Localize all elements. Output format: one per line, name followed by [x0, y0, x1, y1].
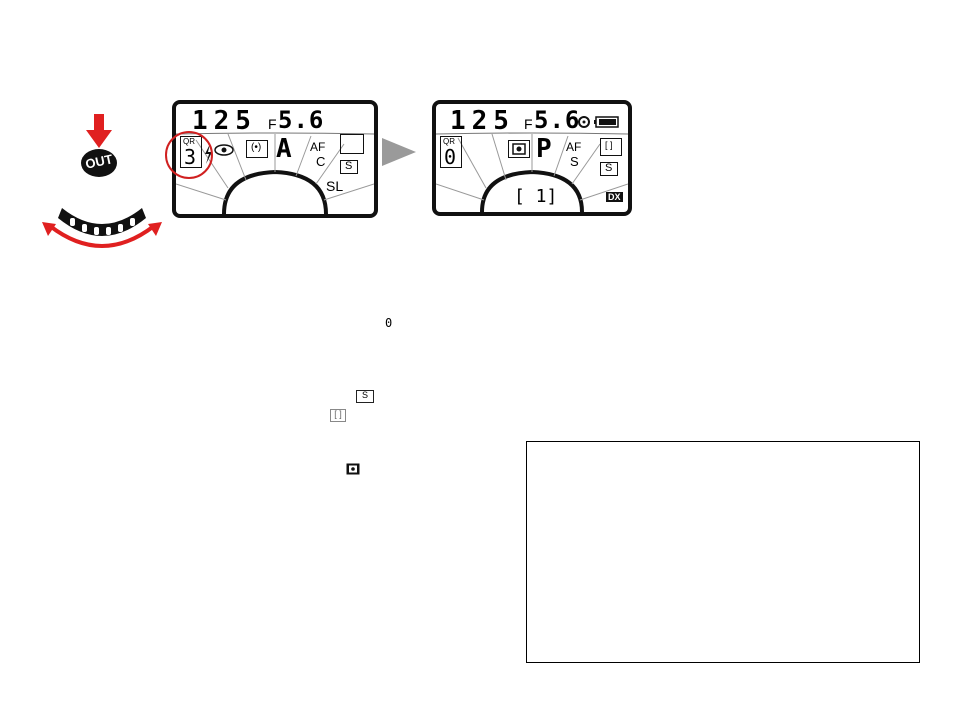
highlight-circle-icon [165, 131, 213, 179]
zero-glyph: 0 [385, 316, 393, 330]
shutter-speed-display: 125 [450, 106, 515, 136]
matrix-meter-icon [508, 140, 530, 158]
af-mode: C [316, 154, 326, 169]
command-dial-icon [40, 200, 164, 260]
aperture-prefix: F [268, 116, 277, 132]
area-af-inline-icon: [ ] [330, 409, 346, 422]
exposure-mode: A [276, 134, 292, 164]
out-button: OUT [80, 148, 118, 178]
qr-indicator: QR 0 [440, 136, 462, 169]
af-mode: S [570, 154, 579, 169]
shutter-speed-display: 125 [192, 106, 257, 136]
af-label: AF [310, 140, 326, 154]
af-label: AF [566, 140, 582, 154]
aperture-prefix: F [524, 116, 533, 132]
speed-label: SL [326, 178, 344, 194]
drive-single-icon: S [340, 160, 358, 174]
dx-badge: DX [606, 192, 623, 202]
self-timer-icon [578, 116, 590, 128]
drive-single-inline-icon: S [356, 390, 374, 403]
lcd-panel-after: 125 F 5.6 QR 0 P AF S [ ] S [ 1] DX [432, 100, 632, 216]
next-step-arrow-icon [382, 136, 416, 168]
eye-icon [214, 144, 234, 156]
frame-counter: [ 1] [514, 186, 558, 207]
drive-single-icon: S [600, 162, 618, 176]
lcd-arc-lines-icon [436, 132, 628, 212]
center-weighted-meter-icon: (•) [246, 140, 268, 158]
aperture-display: 5.6 [534, 106, 581, 134]
battery-icon [594, 116, 620, 128]
aperture-display: 5.6 [278, 106, 325, 134]
area-af-icon: [ ] [600, 138, 622, 156]
exposure-mode: P [536, 134, 552, 164]
matrix-meter-inline-icon [346, 462, 360, 475]
press-arrow-icon [84, 114, 114, 150]
info-box [526, 441, 920, 663]
area-af-icon [340, 134, 364, 154]
